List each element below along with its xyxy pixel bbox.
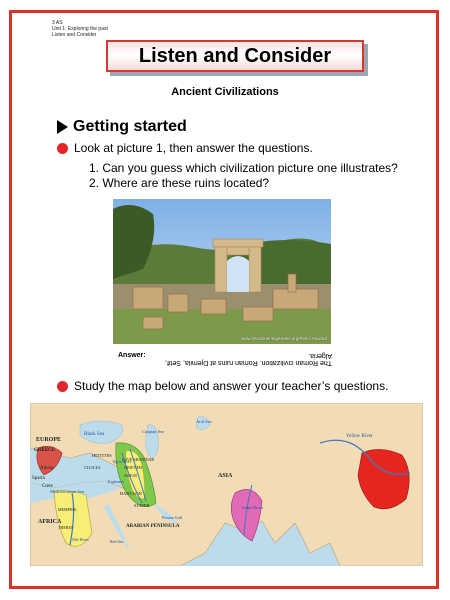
- question-2: 2. Where are these ruins located?: [89, 176, 270, 190]
- instruction-2-text: Study the map below and answer your teac…: [74, 379, 389, 393]
- page-border: [9, 10, 439, 589]
- map-label-indus: Indus River: [242, 505, 264, 510]
- instruction-1-text: Look at picture 1, then answer the quest…: [74, 141, 313, 155]
- map-label-africa: AFRICA: [38, 519, 62, 525]
- play-arrow-icon: [57, 120, 68, 134]
- map-label-athens: Athens: [40, 466, 54, 471]
- map-label-thebes: THEBES: [58, 525, 73, 530]
- answer-label: Answer:: [118, 352, 146, 359]
- map-label-aral: Aral Sea: [196, 419, 212, 424]
- roman-ruins-photo: www.WorldHeritageSites.org/Peter Howard: [113, 199, 331, 344]
- map-label-europe: EUROPE: [36, 437, 61, 443]
- ancient-civilizations-map: EUROPE GREECE Athens Sparta Crete Black …: [30, 403, 423, 566]
- map-label-nile: Nile River: [72, 537, 89, 542]
- photo-credit: www.WorldHeritageSites.org/Peter Howard: [241, 336, 327, 341]
- answer-text-upside-down: The Roman civilization. Roman ruins at D…: [165, 352, 332, 366]
- map-label-caspian: Caspian Sea: [142, 429, 164, 434]
- map-label-crete: Crete: [42, 484, 54, 489]
- bullet-icon: [57, 381, 68, 393]
- map-label-yellow-river: Yellow River: [346, 434, 373, 439]
- map-label-cilicia: CILICIA: [84, 465, 101, 470]
- map-label-arabian: ARABIAN PENINSULA: [126, 524, 180, 529]
- meta-unit: Unit 1: Exploring the past: [52, 26, 108, 32]
- meta-lesson: Listen and Consider: [52, 32, 97, 38]
- page-subtitle: Ancient Civilizations: [171, 86, 279, 98]
- map-label-memphis: MEMPHIS: [58, 507, 76, 512]
- map-label-mediterranean: Mediterranean Sea: [50, 489, 84, 494]
- instruction-2: Study the map below and answer your teac…: [57, 379, 388, 393]
- map-label-hittites: HITTITES: [92, 453, 112, 458]
- ruins-illustration: [113, 199, 331, 344]
- instruction-1: Look at picture 1, then answer the quest…: [57, 141, 313, 155]
- map-label-babylon: BABYLON: [120, 491, 143, 496]
- map-label-black-sea: Black Sea: [84, 432, 105, 437]
- map-label-tigris: Tigris River: [112, 459, 132, 464]
- map-svg: EUROPE GREECE Athens Sparta Crete Black …: [30, 403, 423, 566]
- meta-level: 3 AS: [52, 20, 63, 26]
- bullet-icon: [57, 143, 68, 155]
- map-label-sparta: Sparta: [32, 476, 46, 481]
- section-heading: Getting started: [57, 118, 187, 136]
- question-1: 1. Can you guess which civilization pict…: [89, 161, 398, 175]
- map-label-euphrates: Euphrates: [108, 479, 124, 484]
- map-label-persian-gulf: Persian Gulf: [162, 515, 183, 520]
- header-meta: 3 AS Unit 1: Exploring the past Listen a…: [52, 20, 108, 38]
- map-label-sumer: SUMER: [134, 503, 150, 508]
- map-label-nineveh: NINEVEH: [124, 465, 142, 470]
- page-title: Listen and Consider: [106, 40, 364, 72]
- map-label-greece: GREECE: [34, 448, 56, 453]
- map-label-red-sea: Red Sea: [110, 539, 123, 544]
- map-label-asia: ASIA: [218, 473, 233, 479]
- map-label-shanidar: CAVE SHANIDAR: [122, 457, 154, 462]
- map-label-assur: ASSUR: [124, 473, 137, 478]
- section-heading-text: Getting started: [73, 118, 187, 135]
